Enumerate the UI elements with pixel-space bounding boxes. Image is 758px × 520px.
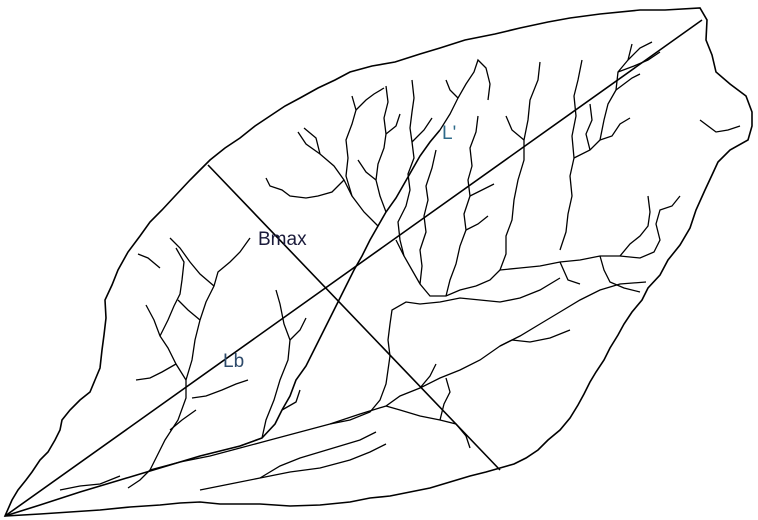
upper-tributary	[376, 86, 388, 212]
middle-tributary	[262, 290, 290, 438]
upper-tributary	[356, 88, 384, 110]
right-tributary	[600, 118, 630, 140]
upper-tributary	[396, 240, 476, 296]
right-tributary	[620, 196, 650, 256]
upper-tributary	[386, 114, 400, 134]
upper-tributary	[412, 118, 432, 142]
upper-tributary	[420, 150, 436, 284]
lower-flow-line	[386, 406, 470, 448]
l-prime-label: L'	[442, 124, 456, 143]
upper-tributary	[304, 128, 320, 154]
right-tributary	[616, 74, 640, 90]
upper-tributary	[266, 178, 344, 198]
upper-tributary	[358, 160, 376, 180]
middle-tributary	[290, 318, 306, 340]
lower-flow-line	[500, 330, 570, 346]
lower-flow-line	[150, 282, 646, 470]
left-tributary	[160, 248, 184, 336]
left-tributary	[170, 410, 196, 430]
left-tributary	[192, 380, 248, 398]
upper-tributary	[298, 132, 378, 226]
right-tributary	[500, 196, 680, 270]
upper-tributary	[470, 184, 494, 196]
right-tributary	[586, 104, 592, 150]
right-tributary	[700, 120, 740, 132]
upper-tributary	[346, 96, 356, 196]
main-channel	[5, 130, 440, 516]
left-tributary	[136, 364, 176, 380]
right-tributary	[574, 44, 632, 158]
upper-tributary	[398, 80, 414, 256]
right-tributary	[600, 256, 640, 292]
left-tributary	[138, 254, 160, 268]
lb-label: Lb	[223, 352, 244, 371]
upper-tributary	[440, 60, 490, 130]
left-tributary	[170, 238, 214, 286]
left-tributary	[178, 300, 200, 320]
right-tributary	[560, 262, 580, 284]
basin-boundary	[5, 8, 752, 516]
upper-tributary	[466, 216, 488, 230]
left-tributary	[146, 305, 186, 380]
upper-tributary	[506, 116, 524, 140]
lower-flow-line	[128, 470, 150, 488]
upper-tributary	[446, 80, 458, 98]
bmax-label: Bmax	[258, 230, 307, 249]
lower-flow-line	[260, 432, 376, 478]
